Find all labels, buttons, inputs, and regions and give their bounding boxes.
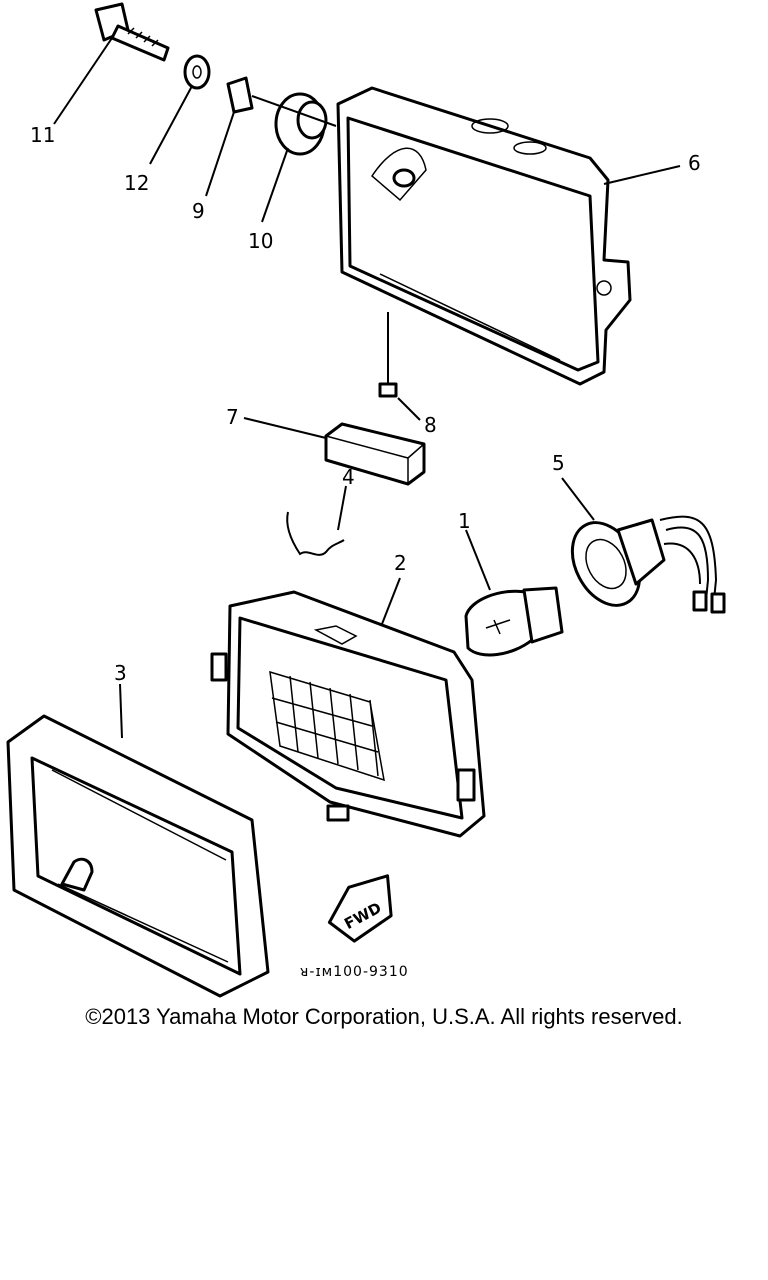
part-8-screw: [378, 312, 421, 421]
callout-11: 11: [30, 123, 55, 147]
headlight-exploded-diagram: FWD 11 12 9 10 6 8 7 4 5 1 2 3 ᴚ-ɪᴍ100-9…: [6, 2, 726, 998]
part-2-lens: [210, 577, 486, 838]
callout-3: 3: [114, 661, 127, 685]
part-5-socket: [561, 477, 726, 614]
callout-1: 1: [458, 509, 471, 533]
copyright-notice: ©2013 Yamaha Motor Corporation, U.S.A. A…: [85, 1004, 683, 1029]
leader-11: [53, 37, 113, 125]
part-12-washer: [183, 54, 211, 90]
part-11-bolt: [94, 2, 170, 62]
callout-2: 2: [394, 551, 407, 575]
callout-10: 10: [248, 229, 273, 253]
callout-4: 4: [342, 465, 355, 489]
part-1-bulb: [464, 529, 564, 657]
part-4-wire: [286, 485, 347, 556]
part-7-block: [243, 417, 426, 486]
drawing-code: ᴚ-ɪᴍ100-9310: [300, 964, 409, 980]
callout-7: 7: [226, 405, 239, 429]
leader-12: [149, 85, 193, 165]
part-3-rim: [6, 683, 270, 998]
leader-10: [261, 147, 289, 223]
part-6-housing: [336, 86, 632, 386]
callout-8: 8: [424, 413, 437, 437]
leader-9: [205, 111, 235, 197]
callout-5: 5: [552, 451, 565, 475]
callout-12: 12: [124, 171, 149, 195]
callout-9: 9: [192, 199, 205, 223]
callout-6: 6: [688, 151, 701, 175]
fwd-arrow: FWD: [327, 874, 393, 943]
part-9-collar: [226, 76, 254, 114]
part-10-grommet: [251, 92, 337, 156]
